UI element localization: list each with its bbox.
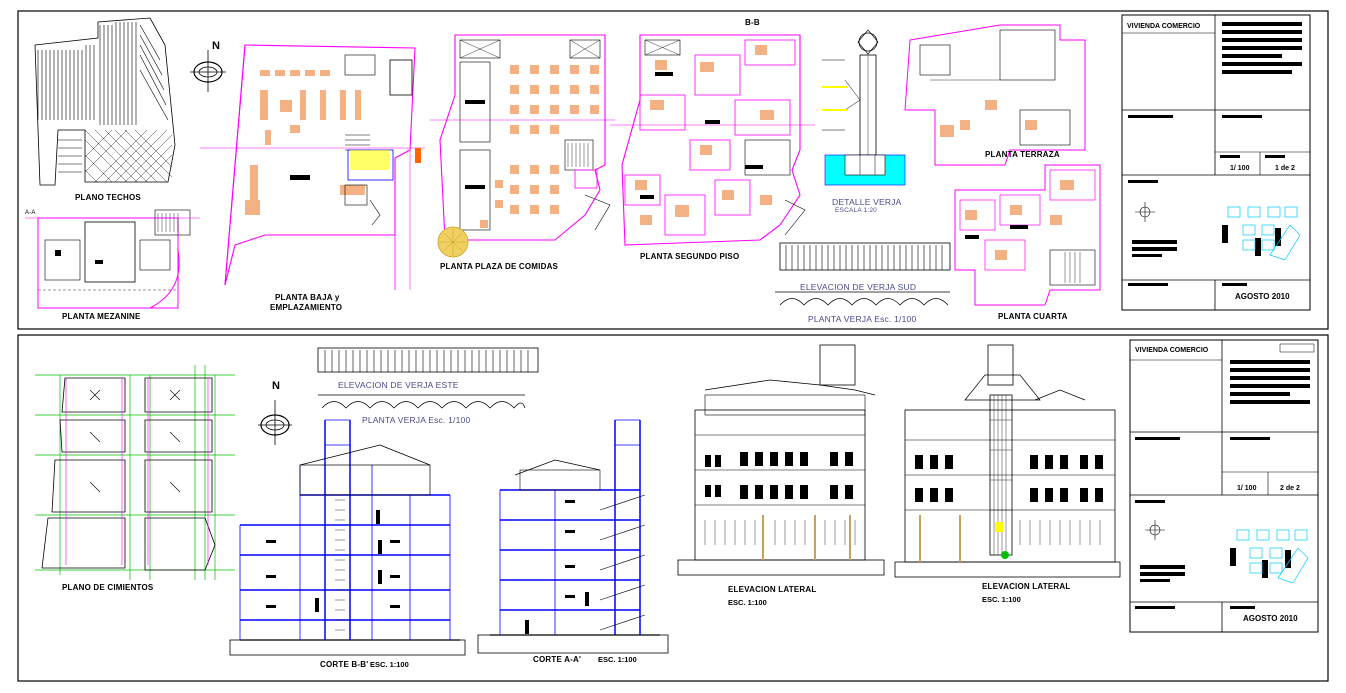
label-emplazamiento: EMPLAZAMIENTO bbox=[270, 303, 343, 312]
foundation-plan bbox=[35, 365, 235, 580]
label-elevacion-lateral-2: ELEVACION LATERAL bbox=[982, 582, 1071, 591]
fence-elevation-south bbox=[775, 242, 951, 306]
tb2-sheet: 2 de 2 bbox=[1280, 485, 1300, 492]
tb1-date: AGOSTO 2010 bbox=[1235, 292, 1290, 301]
label-corte-aa-scale: ESC. 1:100 bbox=[598, 655, 637, 664]
section-bb-marker: B-B bbox=[745, 18, 760, 27]
label-escala-detalle: ESCALA 1:20 bbox=[835, 207, 877, 214]
ground-floor-plan bbox=[200, 44, 425, 290]
label-planta-verja-1: PLANTA VERJA Esc. 1/100 bbox=[808, 314, 917, 324]
fourth-floor-plan bbox=[954, 164, 1101, 306]
terrace-plan bbox=[904, 24, 1086, 166]
title-block-1 bbox=[1121, 14, 1311, 311]
label-planta-mezanine: PLANTA MEZANINE bbox=[62, 312, 141, 321]
label-corte-bb-scale: ESC. 1:100 bbox=[370, 660, 409, 669]
food-court-plan bbox=[430, 34, 615, 258]
fence-elevation-east bbox=[317, 347, 539, 409]
label-elevacion-lateral-2-scale: ESC. 1:100 bbox=[982, 595, 1021, 604]
label-corte-aa: CORTE A-A' bbox=[533, 655, 582, 664]
mezzanine-plan bbox=[25, 209, 200, 309]
label-planta-cuarta: PLANTA CUARTA bbox=[998, 312, 1068, 321]
lateral-elevation-2 bbox=[894, 344, 1121, 578]
label-planta-verja-2: PLANTA VERJA Esc. 1/100 bbox=[362, 415, 471, 425]
tb1-scale: 1/ 100 bbox=[1230, 165, 1250, 172]
sheet-2-frame bbox=[17, 334, 1329, 682]
north-arrow-2 bbox=[258, 400, 292, 445]
label-elevacion-verja-sud: ELEVACION DE VERJA SUD bbox=[800, 282, 917, 292]
section-bb bbox=[229, 419, 466, 656]
tb2-date: AGOSTO 2010 bbox=[1243, 614, 1298, 623]
label-corte-bb: CORTE B-B' bbox=[320, 660, 369, 669]
label-plaza-comidas: PLANTA PLAZA DE COMIDAS bbox=[440, 262, 559, 271]
lateral-elevation-1 bbox=[677, 344, 885, 576]
fence-detail bbox=[822, 29, 906, 186]
label-elevacion-verja-este: ELEVACION DE VERJA ESTE bbox=[338, 380, 459, 390]
tb2-project: VIVIENDA COMERCIO bbox=[1135, 347, 1209, 354]
tb1-project: VIVIENDA COMERCIO bbox=[1127, 23, 1201, 30]
north-label: N bbox=[212, 40, 221, 52]
tb2-scale: 1/ 100 bbox=[1237, 485, 1257, 492]
sheet-1-frame bbox=[17, 10, 1329, 330]
section-a-marker: A-A bbox=[25, 210, 36, 216]
label-segundo-piso: PLANTA SEGUNDO PISO bbox=[640, 252, 740, 261]
label-planta-baja: PLANTA BAJA y bbox=[275, 293, 340, 302]
label-plano-cimientos: PLANO DE CIMIENTOS bbox=[62, 583, 154, 592]
label-elevacion-lateral-1: ELEVACION LATERAL bbox=[728, 585, 817, 594]
title-block-2 bbox=[1129, 339, 1319, 633]
label-detalle-verja: DETALLE VERJA bbox=[832, 197, 902, 207]
north-arrow bbox=[190, 50, 226, 92]
label-elevacion-lateral-1-scale: ESC. 1:100 bbox=[728, 598, 767, 607]
section-aa bbox=[477, 419, 669, 654]
tb1-sheet: 1 de 2 bbox=[1275, 165, 1295, 172]
second-floor-plan bbox=[610, 34, 815, 246]
label-plano-techos: PLANO TECHOS bbox=[75, 193, 141, 202]
roof-plan bbox=[34, 17, 176, 186]
label-planta-terraza: PLANTA TERRAZA bbox=[985, 150, 1060, 159]
north-label-2: N bbox=[272, 380, 281, 392]
